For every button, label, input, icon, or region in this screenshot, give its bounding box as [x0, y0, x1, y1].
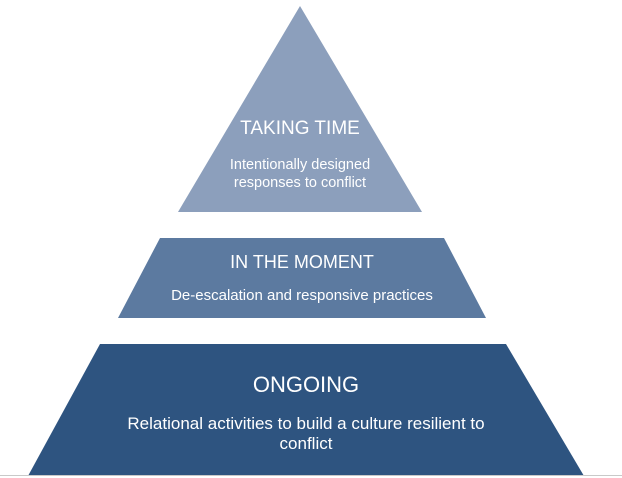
- tier-in-the-moment-description: De-escalation and responsive practices: [171, 287, 433, 304]
- tier-taking-time-shape: [178, 6, 422, 212]
- tier-ongoing-shape: [28, 344, 584, 476]
- baseline-divider: [0, 475, 622, 476]
- tier-ongoing-description-line1: Relational activities to build a culture…: [127, 414, 485, 433]
- tier-in-the-moment-title: IN THE MOMENT: [230, 252, 374, 272]
- tier-taking-time-title: TAKING TIME: [240, 118, 360, 139]
- tier-taking-time: TAKING TIME Intentionally designed respo…: [178, 6, 422, 212]
- tier-in-the-moment-shape: [118, 238, 486, 318]
- tier-in-the-moment: IN THE MOMENT De-escalation and responsi…: [118, 238, 486, 318]
- tier-ongoing-description-line2: conflict: [279, 434, 333, 453]
- tier-taking-time-description-line1: Intentionally designed: [229, 157, 371, 173]
- tier-taking-time-description-line2: responses to conflict: [233, 175, 367, 191]
- tier-taking-time-description: Intentionally designed responses to conf…: [178, 156, 422, 192]
- tier-ongoing-title: ONGOING: [252, 372, 360, 397]
- tier-ongoing-description: Relational activities to build a culture…: [28, 414, 584, 454]
- tier-ongoing: ONGOING Relational activities to build a…: [28, 344, 584, 476]
